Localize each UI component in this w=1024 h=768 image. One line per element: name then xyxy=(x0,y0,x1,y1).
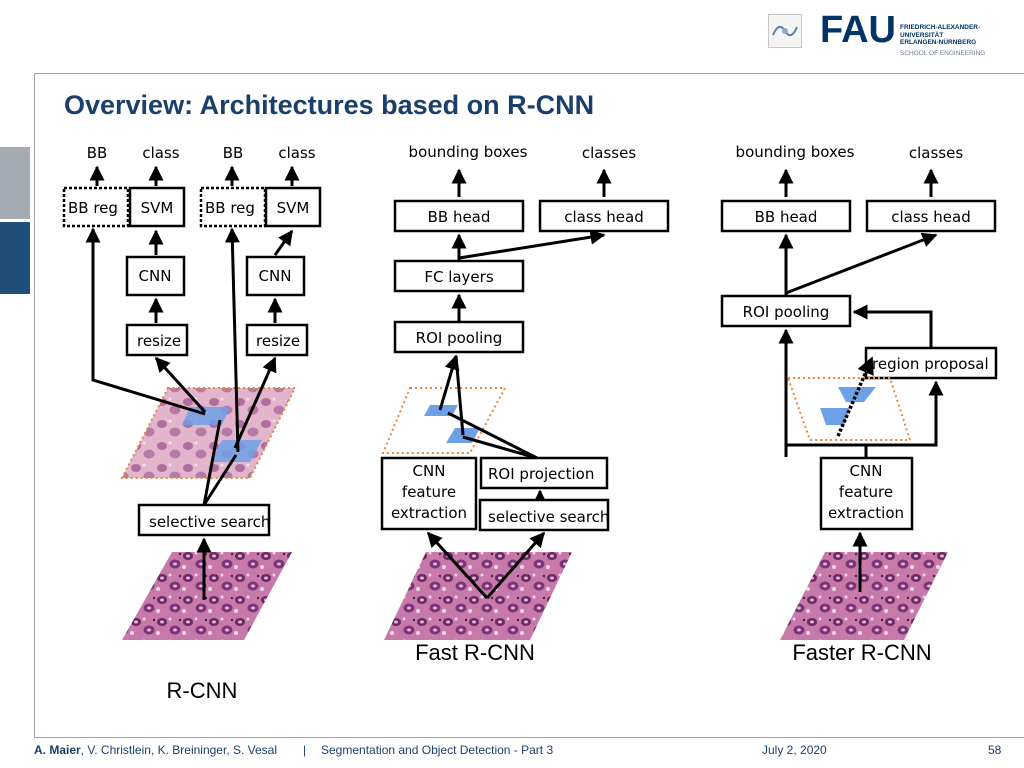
faster-class-head-label: class head xyxy=(891,208,970,226)
rcnn-out-bb-1: BB xyxy=(87,144,108,162)
rcnn-resize-box-1 xyxy=(125,323,189,357)
footer-separator: | xyxy=(303,743,307,757)
fast-class-head-box xyxy=(538,199,670,233)
fau-logo-text: FAU xyxy=(820,9,896,51)
footer-lecture: Segmentation and Object Detection - Part… xyxy=(321,743,554,757)
rcnn-roi-2 xyxy=(210,440,262,462)
faster-cnn-box xyxy=(819,456,914,531)
fast-class-head-label: class head xyxy=(564,208,643,226)
frame-top-line xyxy=(34,73,1024,74)
fast-cnn-box xyxy=(380,456,478,531)
rcnn-bbreg-label-2: BB reg xyxy=(205,199,255,217)
fast-roi-projection-label: ROI projection xyxy=(488,465,594,483)
frame-bottom-line xyxy=(34,737,1024,738)
rcnn-tissue-patch xyxy=(120,387,297,479)
rcnn-cnn-label-1: CNN xyxy=(139,267,172,285)
faster-rcnn-diagram: bounding boxes classes BB head class hea… xyxy=(720,143,998,665)
fast-selective-search-box xyxy=(478,498,610,532)
rcnn-svm-label-2: SVM xyxy=(277,199,310,217)
faster-bb-head-label: BB head xyxy=(755,208,818,226)
fast-cnn-line2: feature xyxy=(402,483,456,501)
faster-class-head-box xyxy=(865,199,997,233)
rcnn-selective-search-box xyxy=(137,503,271,537)
fast-bb-head-box xyxy=(393,199,525,233)
lab-logo-icon xyxy=(768,14,802,48)
rcnn-resize-label-2: resize xyxy=(256,332,300,350)
frame-left-line xyxy=(34,73,35,737)
faster-cnn-line2: feature xyxy=(839,483,893,501)
rcnn-svm-label-1: SVM xyxy=(141,199,174,217)
faster-bb-head-box xyxy=(720,199,852,233)
fast-bb-head-label: BB head xyxy=(428,208,491,226)
footer-date: July 2, 2020 xyxy=(762,743,827,757)
rcnn-cnn-label-2: CNN xyxy=(259,267,292,285)
footer-authors: A. Maier, V. Christlein, K. Breininger, … xyxy=(34,743,278,757)
fast-cnn-line3: extraction xyxy=(391,504,467,522)
rcnn-input-image xyxy=(122,552,292,640)
fast-roi-pooling-box xyxy=(393,320,525,354)
rcnn-out-class-1: class xyxy=(142,144,179,162)
faster-cnn-line3: extraction xyxy=(828,504,904,522)
faster-input-image xyxy=(780,552,948,640)
footer-page-number: 58 xyxy=(988,743,1002,757)
university-name: FRIEDRICH-ALEXANDER- UNIVERSITÄT ERLANGE… xyxy=(900,24,981,46)
faster-out-boxes: bounding boxes xyxy=(736,143,855,161)
fast-fc-layers-box xyxy=(393,259,525,293)
rcnn-selective-search-label: selective search xyxy=(149,513,270,531)
faster-roi-pooling-box xyxy=(720,294,852,328)
fast-caption: Fast R-CNN xyxy=(415,640,535,665)
rcnn-svm-box-2 xyxy=(264,186,322,228)
faster-roi-2 xyxy=(820,408,850,425)
faster-caption: Faster R-CNN xyxy=(792,640,931,665)
rcnn-out-class-2: class xyxy=(278,144,315,162)
rcnn-caption: R-CNN xyxy=(167,678,238,703)
fast-fc-layers-label: FC layers xyxy=(424,268,494,286)
fast-out-boxes: bounding boxes xyxy=(409,143,528,161)
rcnn-bbreg-label-1: BB reg xyxy=(68,199,118,217)
faster-roi-pooling-label: ROI pooling xyxy=(743,303,830,321)
fast-input-image xyxy=(384,552,572,640)
rcnn-svm-box-1 xyxy=(128,186,186,228)
rcnn-bbreg-box-1 xyxy=(62,186,130,228)
fast-roi-pooling-label: ROI pooling xyxy=(416,329,503,347)
rcnn-resize-label-1: resize xyxy=(137,332,181,350)
faster-cnn-line1: CNN xyxy=(850,462,883,480)
fast-out-classes: classes xyxy=(582,144,636,162)
side-tab-active[interactable] xyxy=(0,222,30,294)
rcnn-out-bb-2: BB xyxy=(223,144,244,162)
fast-rcnn-diagram: bounding boxes classes BB head class hea… xyxy=(380,143,670,665)
side-tab-inactive[interactable] xyxy=(0,147,30,219)
fast-cnn-line1: CNN xyxy=(413,462,446,480)
rcnn-resize-box-2 xyxy=(245,323,309,357)
school-name: SCHOOL OF ENGINEERING xyxy=(900,50,986,57)
faster-region-proposal-label: region proposal xyxy=(872,355,989,373)
rcnn-diagram: BB class BB class BB reg SVM BB reg SVM … xyxy=(62,144,322,703)
rcnn-cnn-box-2 xyxy=(245,255,306,297)
fast-roi-projection-box xyxy=(479,456,609,490)
fast-selective-search-label: selective search xyxy=(488,508,609,526)
rcnn-cnn-box-1 xyxy=(125,255,186,297)
slide-title: Overview: Architectures based on R-CNN xyxy=(64,90,595,120)
faster-out-classes: classes xyxy=(909,144,963,162)
